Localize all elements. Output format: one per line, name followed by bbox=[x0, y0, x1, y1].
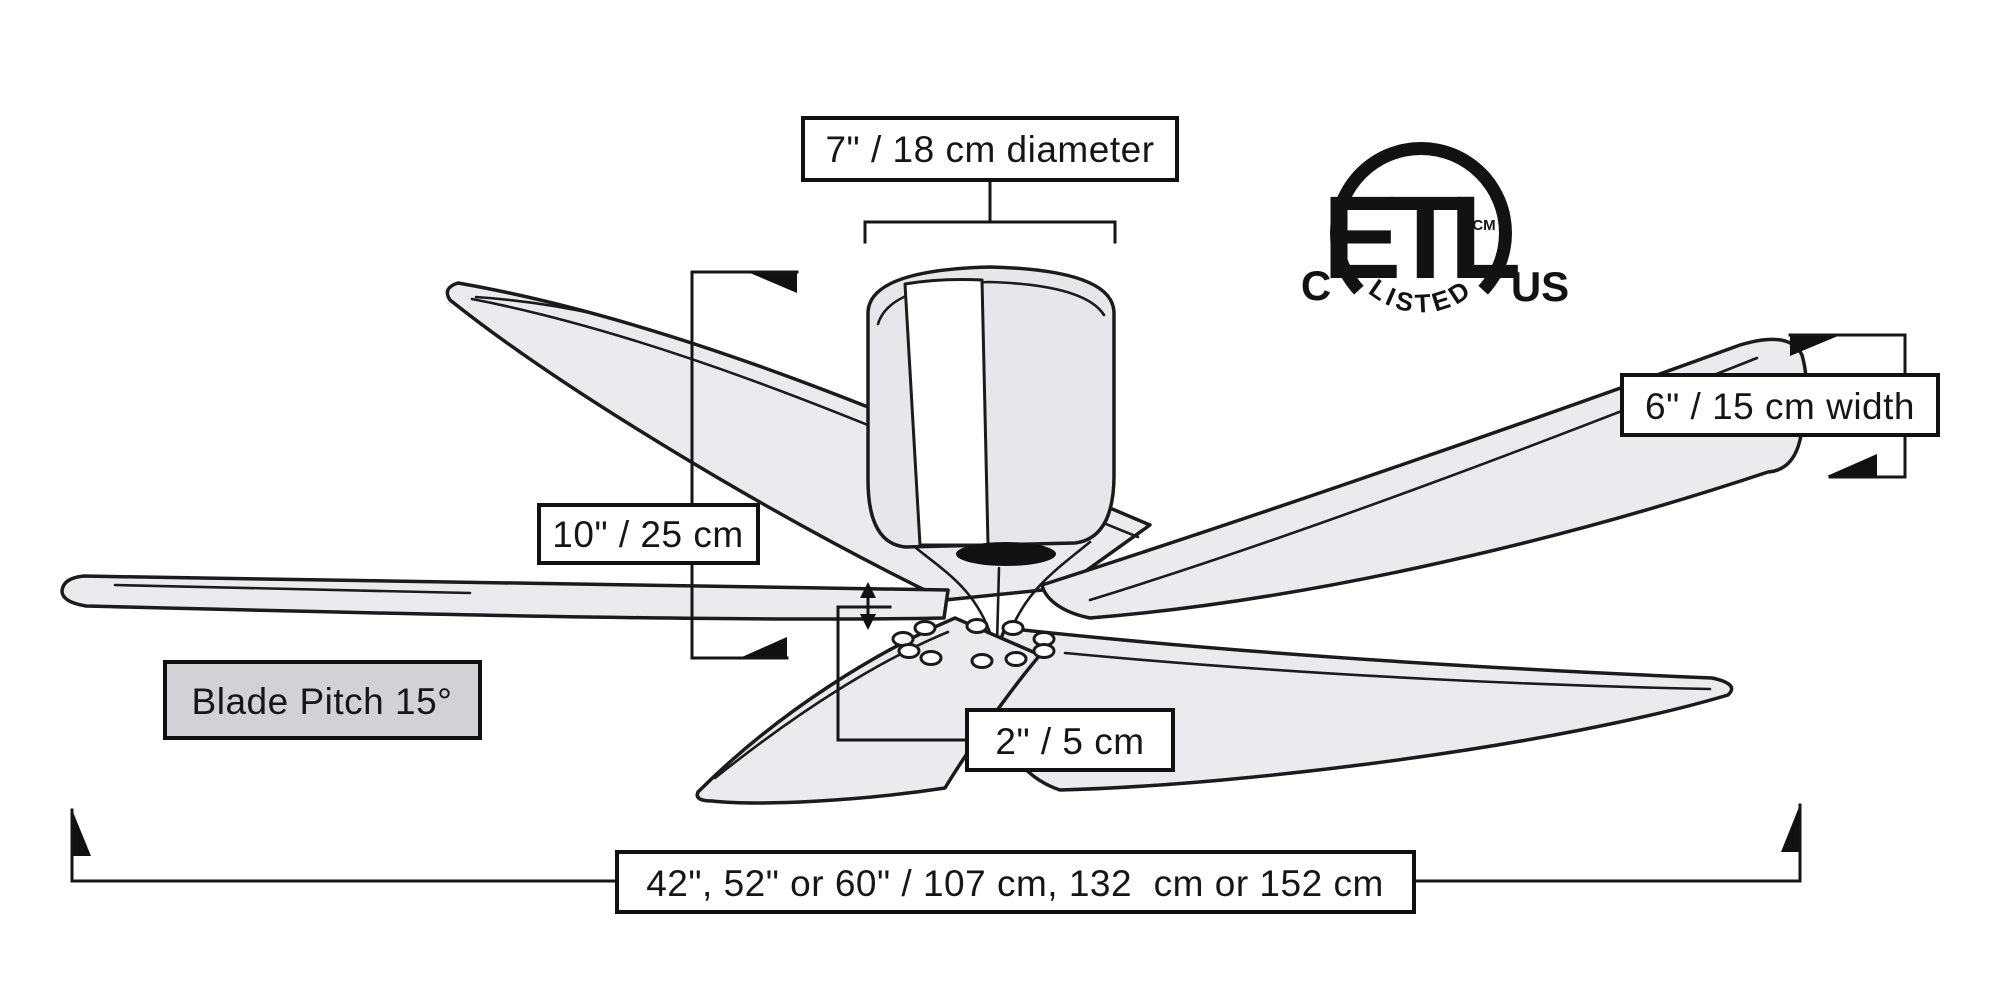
blade-tip-line bbox=[474, 295, 602, 317]
fan-blade-lower-right bbox=[990, 626, 1734, 792]
blade-pitch-text: Blade Pitch 15° bbox=[192, 681, 453, 722]
span-right-arrow bbox=[1781, 807, 1799, 852]
screw-hole bbox=[913, 620, 937, 636]
motor-housing bbox=[866, 265, 1116, 646]
gap-arrow-down bbox=[860, 614, 876, 630]
span-callout: 42", 52" or 60" / 107 cm, 132 cm or 152 … bbox=[615, 850, 1416, 914]
width-dimension bbox=[1788, 333, 1907, 479]
blade-edge-line bbox=[1063, 651, 1712, 691]
motor-top-rim bbox=[876, 280, 1106, 326]
height-top-arrow bbox=[750, 273, 797, 293]
width-bottom-arrow bbox=[1827, 454, 1877, 476]
width-callout-text: 6" / 15 cm width bbox=[1645, 386, 1915, 427]
blade-edge-line bbox=[113, 583, 472, 595]
etl-logo-text: ETL bbox=[1323, 172, 1519, 304]
fan-blade-left bbox=[60, 574, 950, 621]
etl-c-text: C bbox=[1301, 262, 1331, 309]
blade-pitch-label: Blade Pitch 15° bbox=[163, 660, 482, 740]
screw-hole bbox=[970, 653, 994, 669]
height-callout-box bbox=[537, 503, 760, 565]
gap-dimension bbox=[836, 582, 969, 742]
gap-callout-box bbox=[965, 708, 1175, 772]
diameter-callout-text: 7" / 18 cm diameter bbox=[825, 129, 1154, 170]
etl-inner-disc bbox=[1343, 155, 1499, 311]
screw-hole bbox=[897, 643, 921, 659]
etl-us-text: US bbox=[1511, 263, 1569, 310]
diameter-callout-box bbox=[801, 116, 1179, 182]
diameter-callout: 7" / 18 cm diameter bbox=[801, 116, 1179, 182]
span-callout-box bbox=[615, 850, 1416, 914]
blade-shape bbox=[990, 626, 1734, 792]
etl-ring-break bbox=[1348, 279, 1494, 333]
diameter-bracket bbox=[863, 220, 1117, 244]
width-callout-box bbox=[1620, 373, 1940, 437]
hub-cone-left bbox=[914, 546, 996, 646]
gap-callout-text: 2" / 5 cm bbox=[995, 721, 1144, 762]
motor-bottom-shadow bbox=[956, 542, 1056, 566]
width-callout: 6" / 15 cm width bbox=[1620, 373, 1940, 437]
blade-pitch-box bbox=[163, 660, 482, 740]
blade-shape bbox=[60, 574, 950, 621]
span-callout-text: 42", 52" or 60" / 107 cm, 132 cm or 152 … bbox=[646, 863, 1384, 904]
etl-listed-logo: ETL CM LISTED C US bbox=[1301, 142, 1569, 333]
diameter-dimension bbox=[863, 178, 1117, 244]
width-top-arrow bbox=[1790, 336, 1838, 356]
span-left-arrow bbox=[73, 812, 91, 856]
motor-body bbox=[866, 265, 1116, 549]
span-dimension bbox=[70, 803, 1802, 883]
hub-cone-seam bbox=[995, 566, 1001, 646]
etl-cm-text: CM bbox=[1472, 217, 1495, 234]
screw-hole bbox=[1032, 643, 1056, 659]
screw-hole bbox=[1004, 651, 1028, 667]
height-callout-text: 10" / 25 cm bbox=[552, 514, 743, 555]
height-callout: 10" / 25 cm bbox=[537, 503, 760, 565]
gap-callout: 2" / 5 cm bbox=[965, 708, 1175, 772]
screw-hole bbox=[1001, 620, 1025, 636]
motor-highlight-band bbox=[903, 278, 990, 547]
gap-arrow-up bbox=[860, 582, 876, 598]
gap-leader bbox=[836, 605, 969, 742]
screw-hole bbox=[919, 650, 943, 666]
screw-holes bbox=[891, 618, 1056, 669]
height-bottom-arrow bbox=[742, 637, 787, 657]
height-dimension bbox=[690, 270, 799, 660]
screw-hole bbox=[965, 618, 989, 634]
